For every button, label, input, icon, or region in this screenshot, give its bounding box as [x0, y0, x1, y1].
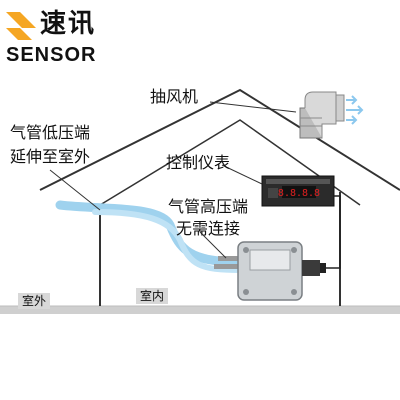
indoor-label: 室内 [136, 288, 169, 304]
high-pressure-label-1: 气管高压端 [168, 197, 249, 216]
airflow-arrow-icon [346, 95, 364, 125]
brand-name-en: SENSOR [6, 44, 97, 66]
high-pressure-label-2: 无需连接 [176, 219, 241, 238]
exhaust-fan-icon [299, 91, 345, 139]
callout-line-high-pressure [199, 231, 227, 259]
ground-strip [0, 306, 400, 314]
callout-line-low-pressure [49, 169, 101, 211]
brand-name-cn: 速讯 [40, 9, 97, 39]
outdoor-label: 室外 [18, 293, 51, 309]
brand-logo: 速讯 SENSOR [6, 6, 116, 66]
callout-line-fan [209, 101, 297, 113]
house-roof [39, 88, 400, 191]
low-pressure-label-1: 气管低压端 [10, 123, 91, 142]
pressure-port-1 [218, 256, 240, 261]
svg-text:8.8.8.8: 8.8.8.8 [278, 188, 320, 199]
logo-s-icon [6, 12, 36, 40]
pressure-port-2 [214, 264, 240, 269]
low-pressure-tube-2 [92, 209, 243, 273]
low-pressure-label-2: 延伸至室外 [10, 147, 91, 166]
signal-wire [320, 195, 341, 269]
callout-line-meter [221, 164, 263, 185]
pressure-transmitter-icon [237, 241, 326, 301]
control-meter-label: 控制仪表 [166, 153, 231, 172]
exhaust-fan-label: 抽风机 [150, 87, 199, 106]
control-meter-icon: 8.8.8.8 [261, 175, 335, 207]
